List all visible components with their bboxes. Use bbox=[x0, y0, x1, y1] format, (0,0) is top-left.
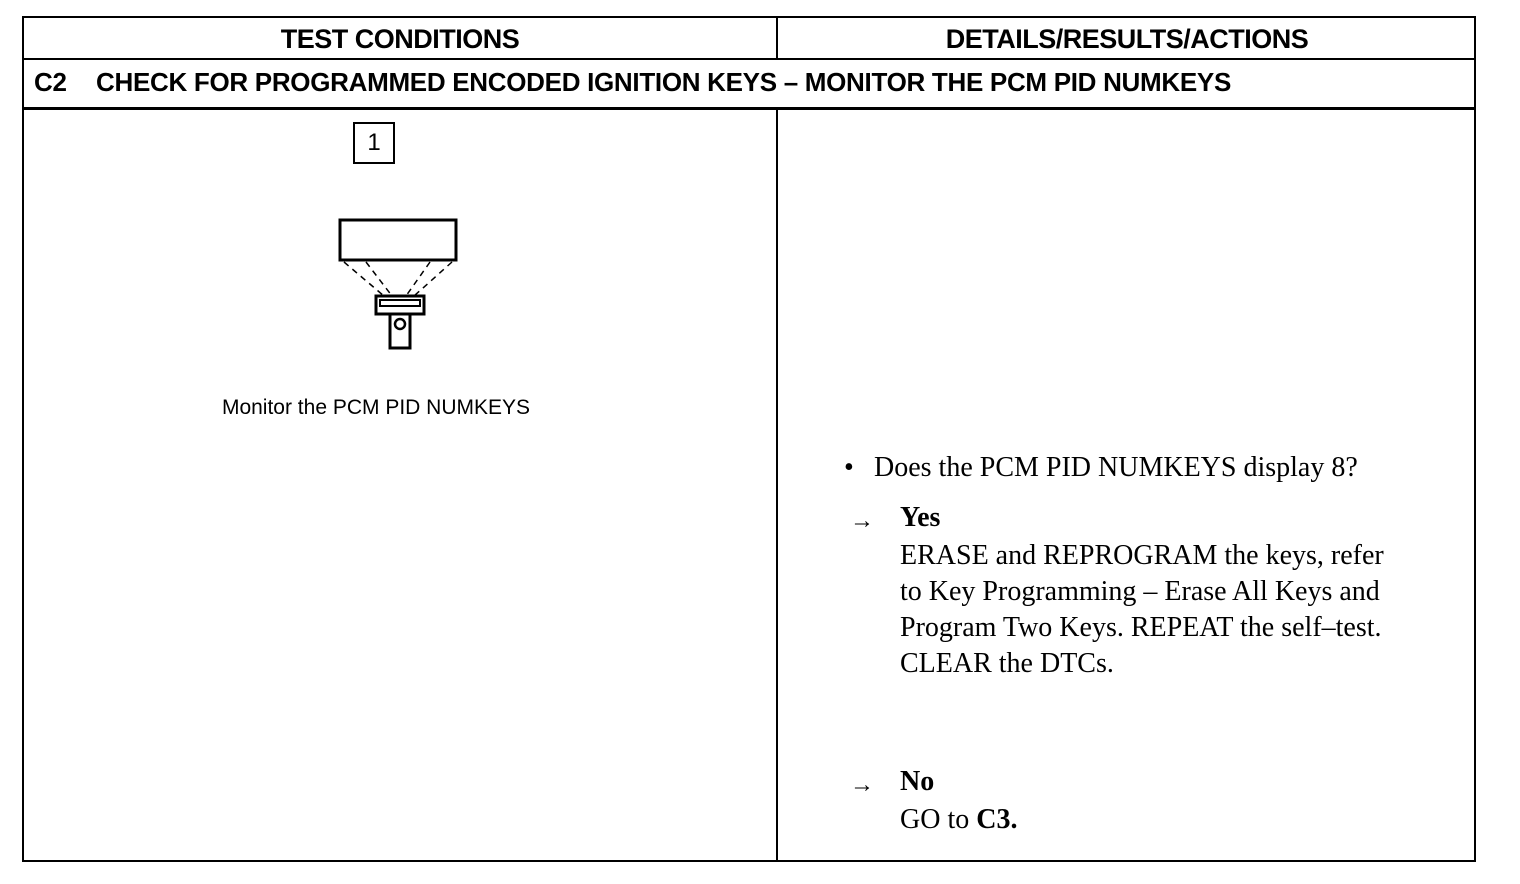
no-label: No bbox=[900, 766, 935, 797]
no-arrow-icon: → bbox=[850, 772, 874, 798]
yes-action-line: to Key Programming – Erase All Keys and bbox=[900, 576, 1380, 607]
no-action-prefix: GO to bbox=[900, 804, 977, 835]
diagnostic-question: • Does the PCM PID NUMKEYS display 8? bbox=[844, 452, 1358, 484]
yes-arrow-icon: → bbox=[850, 508, 874, 534]
step-title: C2 CHECK FOR PROGRAMMED ENCODED IGNITION … bbox=[34, 60, 1231, 104]
yes-label: Yes bbox=[900, 502, 941, 533]
details-results-actions-header: DETAILS/RESULTS/ACTIONS bbox=[945, 24, 1309, 54]
yes-action-text: ERASE and REPROGRAM the keys, refer to K… bbox=[900, 538, 1384, 682]
no-action-target: C3. bbox=[976, 804, 1018, 835]
diagnostic-table: TEST CONDITIONS DETAILS/RESULTS/ACTIONS … bbox=[22, 16, 1476, 862]
step-title-text: CHECK FOR PROGRAMMED ENCODED IGNITION KE… bbox=[96, 67, 1231, 97]
step-code: C2 bbox=[34, 67, 67, 97]
step-title-row: C2 CHECK FOR PROGRAMMED ENCODED IGNITION … bbox=[24, 60, 1474, 110]
yes-action-line: CLEAR the DTCs. bbox=[900, 648, 1114, 679]
monitor-caption: Monitor the PCM PID NUMKEYS bbox=[221, 396, 531, 419]
table-header-row: TEST CONDITIONS DETAILS/RESULTS/ACTIONS bbox=[24, 18, 1474, 60]
column-divider bbox=[776, 18, 778, 860]
scan-tool-icon bbox=[338, 218, 458, 350]
bullet-icon: • bbox=[844, 452, 854, 483]
no-action-text: GO to C3. bbox=[900, 802, 1017, 838]
yes-action-line: Program Two Keys. REPEAT the self–test. bbox=[900, 612, 1382, 643]
step-number-box: 1 bbox=[353, 122, 395, 164]
yes-action-line: ERASE and REPROGRAM the keys, refer bbox=[900, 540, 1384, 571]
question-text: Does the PCM PID NUMKEYS display 8? bbox=[874, 452, 1358, 483]
test-conditions-header: TEST CONDITIONS bbox=[280, 24, 520, 54]
